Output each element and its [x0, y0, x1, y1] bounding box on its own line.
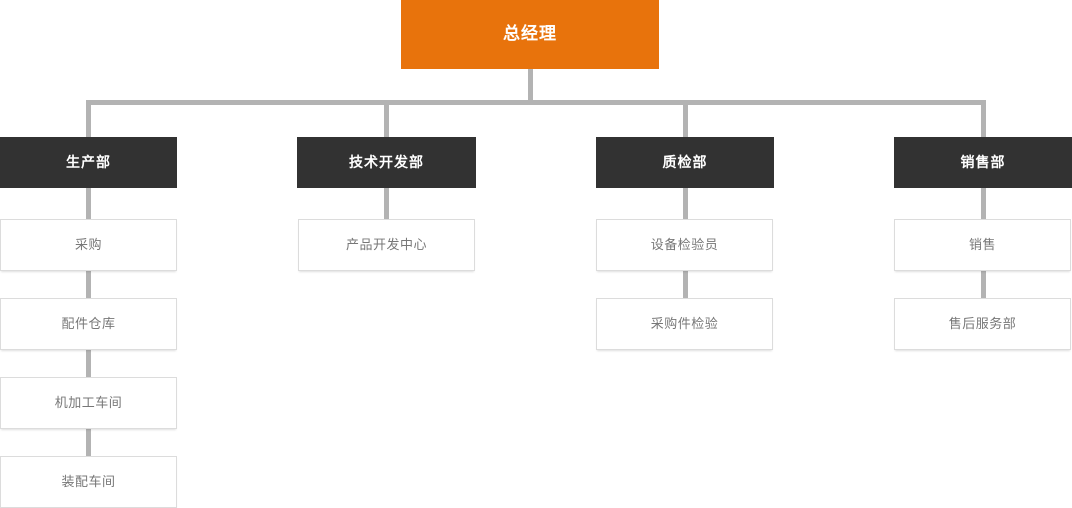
- node-col1-child-3[interactable]: 机加工车间: [0, 377, 177, 429]
- node-col1-child-4[interactable]: 装配车间: [0, 456, 177, 508]
- connector-bus-to-dept-4: [981, 100, 986, 138]
- connector-bus-to-dept-3: [683, 100, 688, 138]
- node-col4-child-2[interactable]: 售后服务部: [894, 298, 1071, 350]
- connector-col3-child1-to-child2: [683, 269, 688, 300]
- node-col3-child-1[interactable]: 设备检验员: [596, 219, 773, 271]
- connector-bus-to-dept-1: [86, 100, 91, 138]
- connector-dept3-to-child1: [683, 186, 688, 220]
- node-col1-child-1[interactable]: 采购: [0, 219, 177, 271]
- node-col3-child-2[interactable]: 采购件检验: [596, 298, 773, 350]
- node-department-1[interactable]: 生产部: [0, 137, 177, 188]
- node-col2-child-1[interactable]: 产品开发中心: [298, 219, 475, 271]
- node-department-3[interactable]: 质检部: [596, 137, 774, 188]
- node-col4-child-1[interactable]: 销售: [894, 219, 1071, 271]
- node-col1-child-2[interactable]: 配件仓库: [0, 298, 177, 350]
- connector-col4-child1-to-child2: [981, 269, 986, 300]
- connector-root-stem: [528, 69, 533, 103]
- connector-bus-to-dept-2: [384, 100, 389, 138]
- node-department-2[interactable]: 技术开发部: [297, 137, 476, 188]
- connector-col1-child1-to-child2: [86, 269, 91, 300]
- connector-col1-child2-to-child3: [86, 348, 91, 379]
- node-department-4[interactable]: 销售部: [894, 137, 1072, 188]
- connector-dept2-to-child1: [384, 186, 389, 220]
- connector-horizontal-bus: [87, 100, 986, 105]
- connector-dept1-to-child1: [86, 186, 91, 220]
- node-root-general-manager[interactable]: 总经理: [401, 0, 659, 69]
- connector-col1-child3-to-child4: [86, 427, 91, 458]
- connector-dept4-to-child1: [981, 186, 986, 220]
